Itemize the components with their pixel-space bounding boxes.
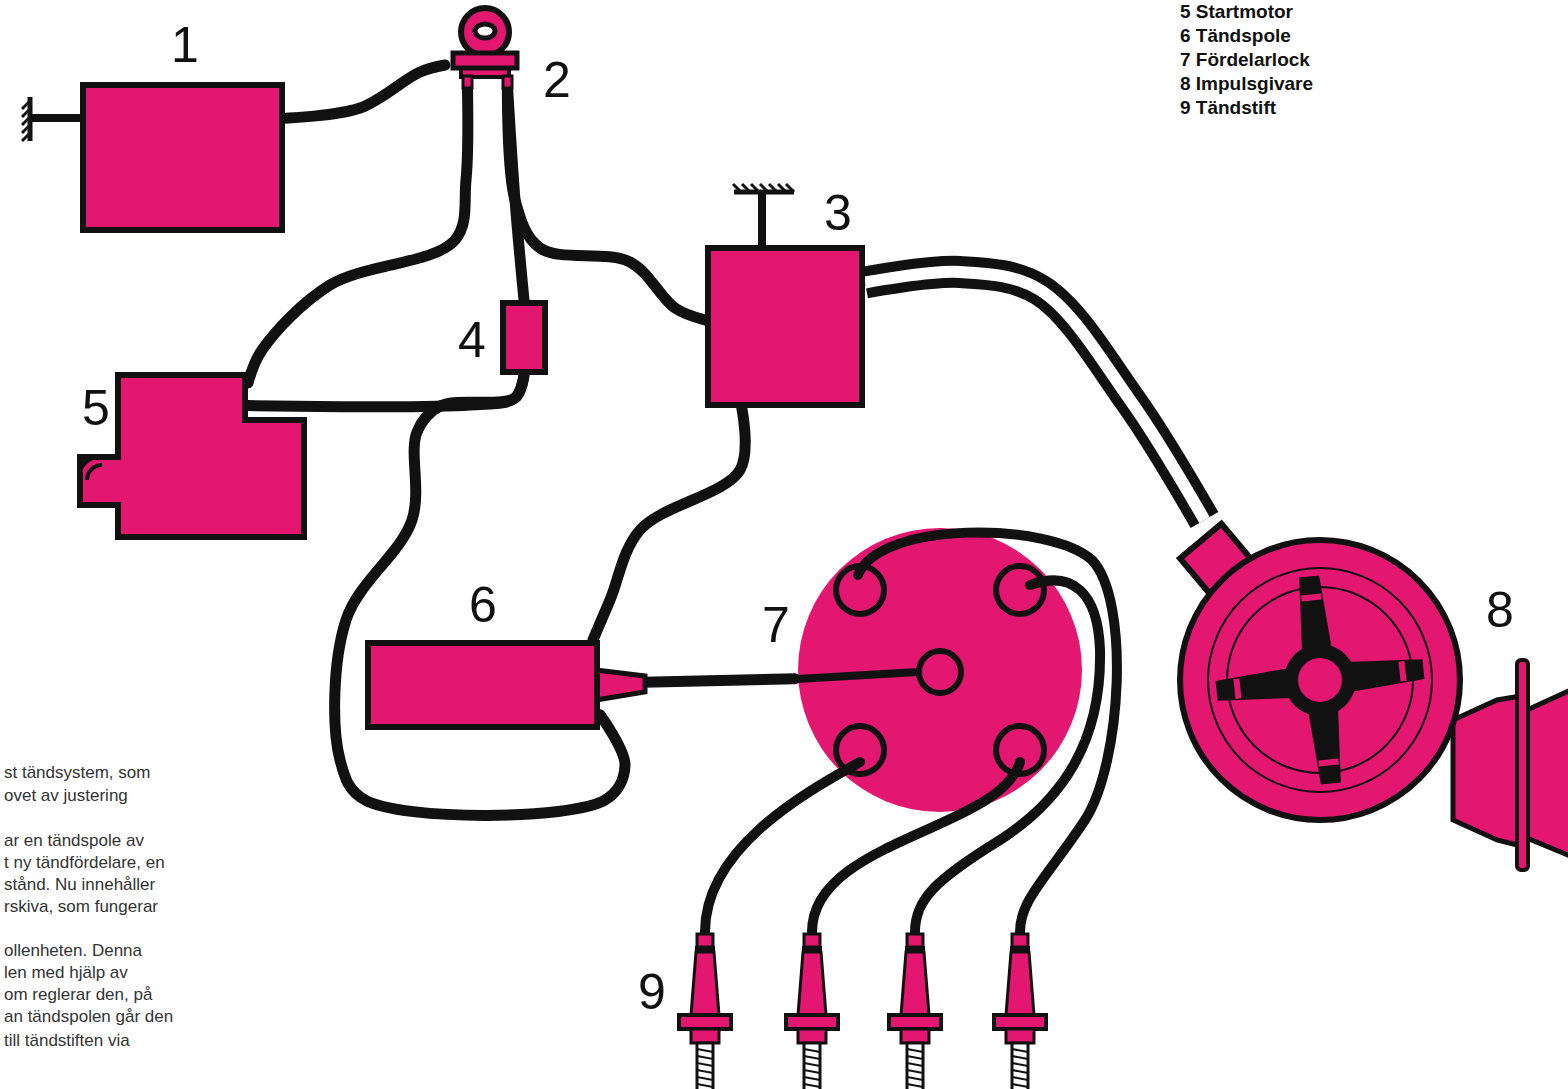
ground-symbol <box>733 184 794 248</box>
label-holder: st tändsystem, som <box>4 762 150 784</box>
spark-plug <box>889 934 941 1089</box>
callout-number: 9 <box>638 967 666 1017</box>
ignition-key: 2 <box>445 5 525 85</box>
wire-path <box>507 85 705 320</box>
body-text: stånd. Nu innehåller <box>4 874 155 896</box>
label-holder: rskiva, som fungerar <box>4 896 158 918</box>
label-holder: 9 <box>638 967 666 1017</box>
label-holder: ovet av justering <box>4 785 128 807</box>
cable-sheath <box>865 272 1205 520</box>
label-holder: t ny tändfördelare, en <box>4 852 165 874</box>
body-text: ovet av justering <box>4 785 128 807</box>
ignition-key-shape <box>445 5 525 85</box>
callout-number: 6 <box>469 580 497 630</box>
label-holder: 6 Tändspole <box>1180 24 1291 48</box>
ignition-coil: 6 <box>365 640 600 730</box>
callout-number: 7 <box>762 600 790 650</box>
control-unit-box-shape <box>705 245 865 408</box>
label-holder: len med hjälp av <box>4 962 128 984</box>
signal-cable <box>865 272 1205 520</box>
spark-plug <box>679 934 731 1089</box>
legend-entry: 8 Impulsgivare <box>1180 72 1313 96</box>
label-holder: 5 Startmotor <box>1180 0 1293 24</box>
legend-entry: 7 Fördelarlock <box>1180 48 1310 72</box>
wire-path <box>335 375 625 815</box>
label-holder: 8 Impulsgivare <box>1180 72 1313 96</box>
label-holder: stånd. Nu innehåller <box>4 874 155 896</box>
plug-lead <box>915 580 1100 932</box>
body-text: ar en tändspole av <box>4 830 144 852</box>
body-text: t ny tändfördelare, en <box>4 852 165 874</box>
label-holder: till tändstiften via <box>4 1030 130 1052</box>
resistor-box-shape <box>500 300 548 375</box>
label-holder: 9 Tändstift <box>1180 96 1276 120</box>
callout-number: 5 <box>82 383 110 433</box>
plug-lead <box>858 532 1117 932</box>
spark-plug <box>786 934 838 1089</box>
body-text: om reglerar den, på <box>4 984 152 1006</box>
wire <box>335 375 625 815</box>
callout-number: 2 <box>543 55 571 105</box>
label-holder: 7 Fördelarlock <box>1180 48 1310 72</box>
wire <box>507 85 705 320</box>
label-holder: om reglerar den, på <box>4 984 152 1006</box>
body-text: len med hjälp av <box>4 962 128 984</box>
callout-number: 1 <box>171 20 199 70</box>
legend-entry: 6 Tändspole <box>1180 24 1291 48</box>
label-holder: an tändspolen går den <box>4 1006 173 1028</box>
coil-lead <box>797 672 918 679</box>
body-text: st tändsystem, som <box>4 762 150 784</box>
wire <box>593 408 745 640</box>
wire <box>285 65 445 118</box>
callout-number: 4 <box>458 315 486 365</box>
callout-number: 8 <box>1486 585 1514 635</box>
battery-box: 1 <box>80 82 285 233</box>
battery-box-shape <box>80 82 285 233</box>
label-holder: ollenheten. Denna <box>4 940 142 962</box>
body-text: ollenheten. Denna <box>4 940 142 962</box>
plug-lead <box>705 762 860 932</box>
impulse-generator: 8 <box>1175 520 1470 820</box>
legend-entry: 9 Tändstift <box>1180 96 1276 120</box>
resistor-box: 4 <box>500 300 548 375</box>
spark-plug <box>994 934 1046 1089</box>
cable-gap <box>865 272 1205 520</box>
callout-number: 3 <box>824 188 852 238</box>
legend-entry: 5 Startmotor <box>1180 0 1293 24</box>
body-text: rskiva, som fungerar <box>4 896 158 918</box>
ignition-coil-shape <box>365 640 600 730</box>
label-holder: ar en tändspole av <box>4 830 144 852</box>
spark-plugs <box>679 934 1046 1089</box>
wire-path <box>285 65 445 118</box>
ground-symbol <box>22 97 82 141</box>
body-text: an tändspolen går den <box>4 1006 173 1028</box>
starter-motor: 5 <box>75 372 248 540</box>
body-text: till tändstiften via <box>4 1030 130 1052</box>
control-unit-box: 3 <box>705 245 865 408</box>
wire-path <box>593 408 745 640</box>
impulse-generator-shape <box>1175 520 1470 820</box>
spark-plug-leads <box>705 532 1117 932</box>
